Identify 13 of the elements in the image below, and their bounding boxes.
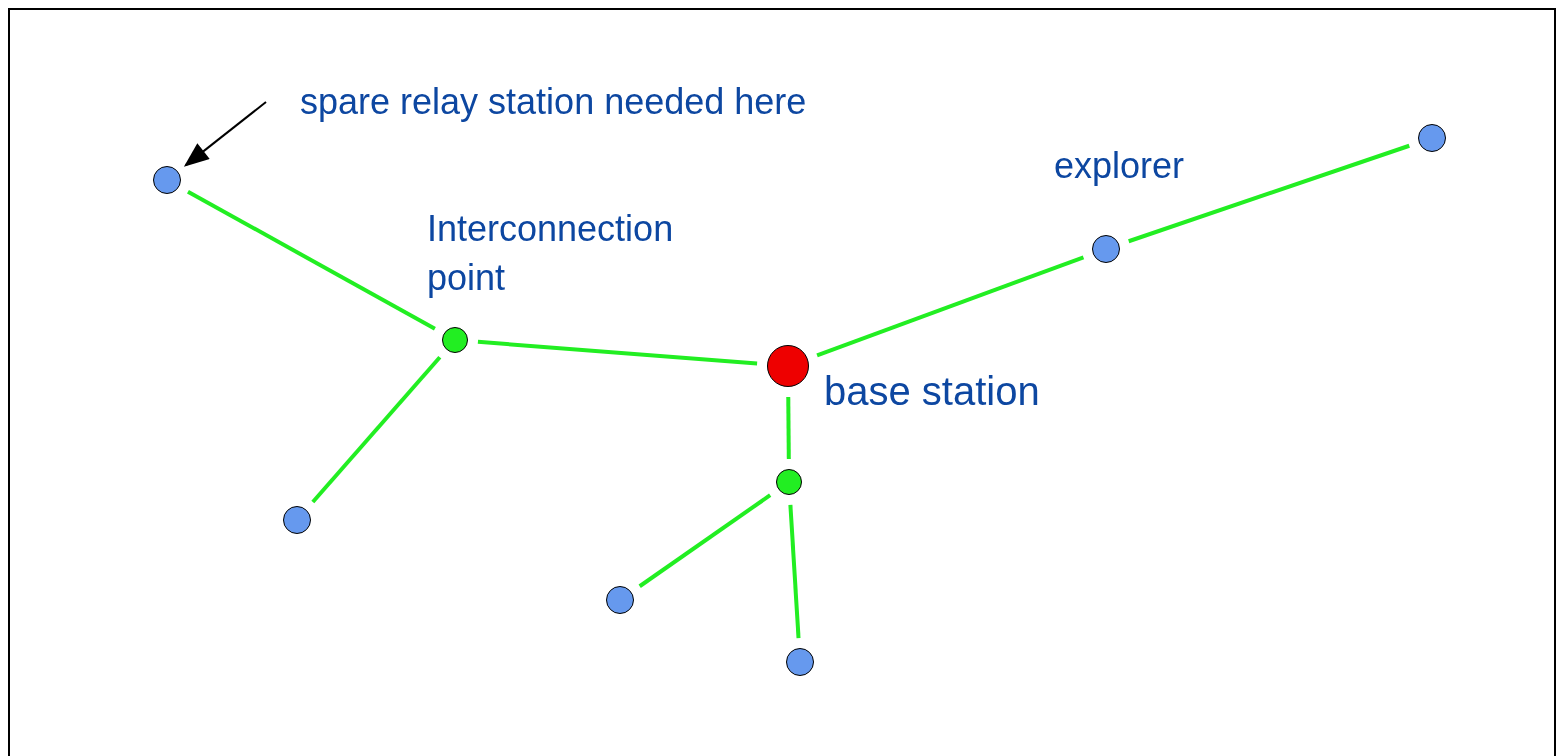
link-line: [786, 397, 791, 459]
node-label: Interconnection point: [427, 207, 675, 300]
link-line: [788, 504, 801, 639]
link-line: [816, 255, 1085, 358]
link-line: [477, 339, 758, 366]
node-label: explorer: [1054, 144, 1186, 188]
node-label: base station: [824, 368, 1041, 415]
annotation-text: spare relay station needed here: [300, 80, 807, 124]
link-line: [638, 493, 772, 588]
link-line: [1128, 143, 1410, 244]
link-line: [311, 355, 442, 504]
arrow: [183, 101, 267, 167]
link-line: [187, 189, 436, 331]
